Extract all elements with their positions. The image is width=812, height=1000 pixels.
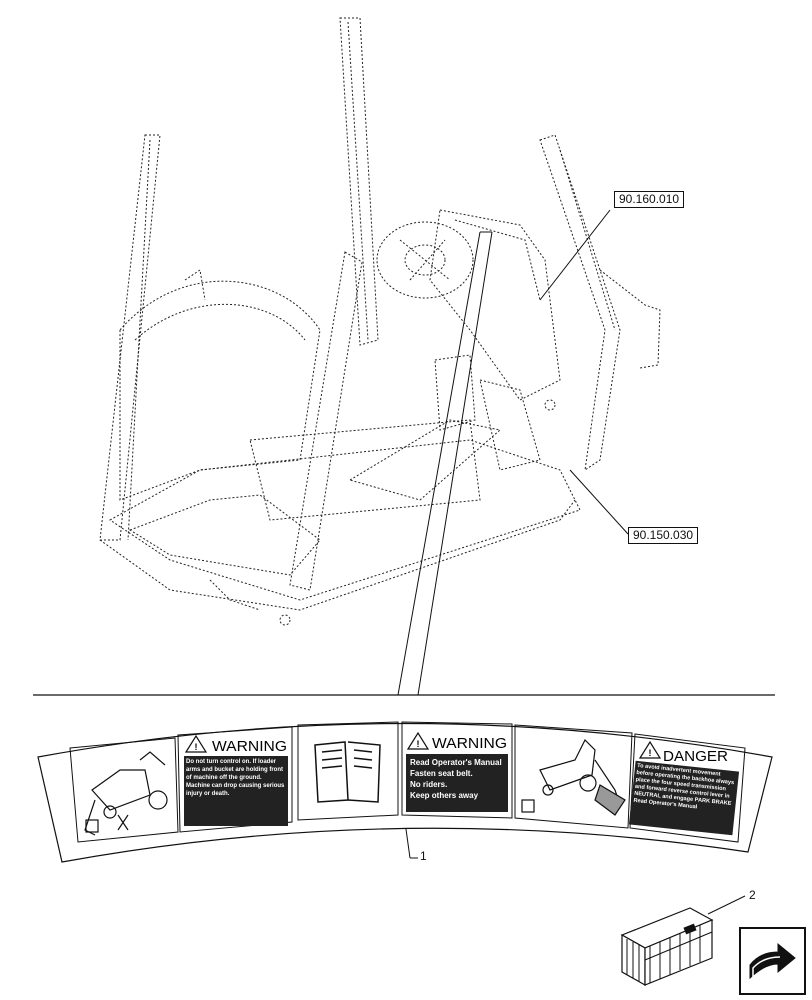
svg-text:!: ! — [649, 748, 652, 758]
cab-frame-drawing — [99, 17, 661, 626]
danger-panel: ! DANGER To avoid inadvertent movement b… — [628, 740, 740, 836]
operators-manual-book-icon — [314, 741, 381, 803]
warning-text-1: Do not turn control on. If loader arms a… — [186, 759, 285, 797]
callout-item-2: 2 — [749, 888, 756, 902]
decal-panel-frames — [69, 721, 746, 843]
warning-line: No riders. — [410, 780, 448, 789]
warning-list-2: Read Operator's Manual Fasten seat belt.… — [410, 757, 506, 801]
warning-line: Keep others away — [410, 791, 479, 800]
decal-banner: ! WARNING Do not turn control on. If loa… — [37, 721, 773, 863]
reference-label-90-150-030[interactable]: 90.150.030 — [628, 527, 699, 544]
leader-lines — [397, 209, 746, 915]
loader-pictogram-icon — [521, 738, 626, 816]
danger-text: To avoid inadvertent movement before ope… — [633, 762, 735, 811]
warning-header-2: WARNING — [432, 735, 507, 752]
callout-item-1: 1 — [420, 849, 427, 863]
warning-header-1: WARNING — [212, 738, 287, 755]
warning-line: Fasten seat belt. — [410, 769, 473, 778]
reference-label-90-160-010[interactable]: 90.160.010 — [614, 191, 685, 208]
svg-text:!: ! — [417, 739, 420, 749]
parts-kit-icon — [620, 907, 714, 987]
arrow-next-icon[interactable] — [739, 927, 806, 995]
warning-panel-1: ! WARNING Do not turn control on. If loa… — [184, 734, 288, 826]
backhoe-pictogram-icon — [84, 751, 168, 836]
danger-header: DANGER — [663, 748, 728, 765]
warning-line: Read Operator's Manual — [410, 758, 502, 767]
svg-text:!: ! — [195, 742, 198, 752]
warning-panel-2: ! WARNING Read Operator's Manual Fasten … — [406, 731, 508, 812]
